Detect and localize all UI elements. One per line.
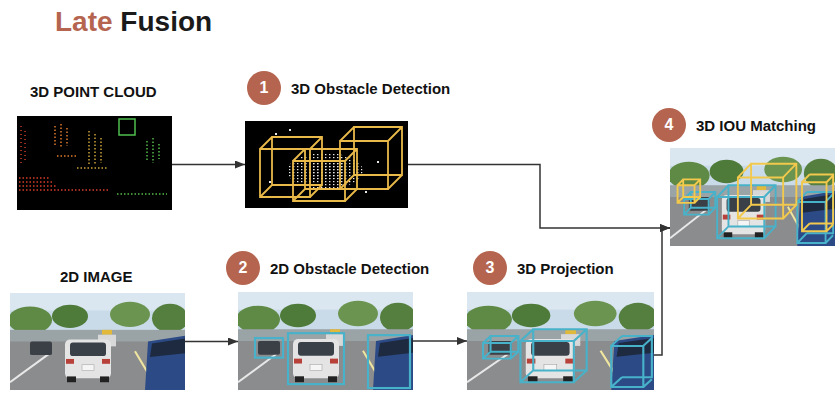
- panel-label: 3D IOU Matching: [696, 117, 816, 134]
- projection-image: [465, 292, 657, 390]
- callout-number: 2: [226, 251, 260, 285]
- image-panel: 43D IOU Matching: [670, 148, 835, 246]
- image-panel: 33D Projection: [467, 292, 654, 390]
- flow-arrow: [172, 164, 245, 166]
- panel-header: 3 3D Projection: [473, 251, 614, 285]
- panel-label: 3D POINT CLOUD: [30, 83, 157, 100]
- callout-number: 4: [652, 108, 686, 142]
- flow-arrow: [185, 341, 238, 343]
- callout-number: 1: [247, 71, 281, 105]
- image-panel: 3D POINT CLOUD: [17, 116, 172, 210]
- image-panel: 2D IMAGE: [10, 293, 185, 390]
- panel-header: 2 2D Obstacle Detection: [226, 251, 429, 285]
- flow-arrow: [654, 228, 670, 355]
- panel-header: 2D IMAGE: [60, 268, 133, 285]
- point-cloud-image: [17, 116, 172, 210]
- flow-arrow: [413, 340, 467, 342]
- image-panel: 22D Obstacle Detection: [238, 292, 413, 390]
- panel-header: 4 3D IOU Matching: [652, 108, 816, 142]
- diagram-title: Late Fusion: [55, 6, 212, 38]
- camera-image: [8, 293, 188, 390]
- panel-label: 2D IMAGE: [60, 268, 133, 285]
- panel-label: 2D Obstacle Detection: [270, 260, 429, 277]
- panel-label: 3D Projection: [517, 260, 614, 277]
- camera-detection-image: [236, 292, 416, 390]
- callout-number: 3: [473, 251, 507, 285]
- lidar-detection-image: [245, 121, 408, 208]
- panel-header: 1 3D Obstacle Detection: [247, 71, 450, 105]
- image-panel: 13D Obstacle Detection: [245, 121, 408, 208]
- panel-header: 3D POINT CLOUD: [30, 83, 157, 100]
- matching-image: [668, 148, 838, 246]
- panel-label: 3D Obstacle Detection: [291, 80, 450, 97]
- flow-arrow: [408, 165, 670, 229]
